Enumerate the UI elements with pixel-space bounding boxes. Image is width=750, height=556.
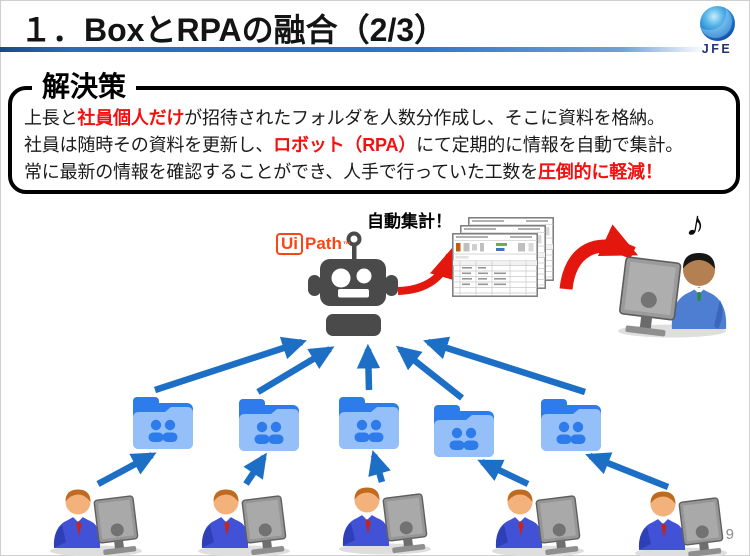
worker-to-folder-arrow [477, 459, 530, 487]
folder-to-robot-arrow [256, 346, 335, 395]
shared-folder-icon [434, 405, 494, 457]
highlight-text: 圧倒的に軽減！ [538, 162, 663, 182]
title-underline [0, 47, 706, 52]
worker-to-folder-arrow [368, 450, 391, 483]
solution-box: 解決策 上長と社員個人だけが招待されたフォルダを人数分作成し、そこに資料を格納。… [8, 69, 740, 194]
solution-line-3: 常に最新の情報を確認することができ、人手で行っていた工数を圧倒的に軽減！ [24, 162, 663, 182]
folder-to-robot-arrow [395, 345, 465, 401]
auto-aggregate-label: 自動集計！ [367, 212, 452, 231]
jfe-globe-icon [699, 6, 735, 41]
worker-at-pc-icon [338, 486, 432, 555]
worker-to-folder-arrow [585, 452, 670, 491]
trademark-symbol: ™ [342, 239, 351, 249]
spreadsheet-stack-icon [452, 217, 554, 297]
worker-at-pc-icon [634, 490, 728, 556]
worker-at-pc-icon [197, 488, 291, 556]
uipath-path-text: Path [305, 234, 342, 253]
worker-at-pc-icon [49, 488, 143, 556]
folder-to-robot-arrows [153, 336, 586, 401]
uipath-ui-mark: Ui [276, 233, 303, 255]
worker-to-folder-arrows [96, 450, 670, 491]
shared-folder-icon [133, 397, 193, 449]
solution-line-2: 社員は随時その資料を更新し、ロボット（RPA）にて定期的に情報を自動で集計。 [24, 135, 684, 155]
happy-worker-icon [616, 252, 727, 338]
shared-folder-icon [239, 399, 299, 451]
solution-heading: 解決策 [32, 69, 137, 106]
page-number: 9 [725, 526, 734, 543]
solution-text: 上長と社員個人だけが招待されたフォルダを人数分作成し、そこに資料を格納。 社員は… [12, 90, 736, 186]
worker-to-folder-arrow [96, 452, 157, 487]
uipath-robot-icon [308, 231, 398, 336]
folder-to-robot-arrow [423, 336, 586, 396]
folder-to-robot-arrow [356, 343, 381, 391]
shared-folder-icon [339, 397, 399, 449]
worker-to-folder-arrow [243, 452, 267, 486]
solution-line-1: 上長と社員個人だけが招待されたフォルダを人数分作成し、そこに資料を格納。 [24, 108, 665, 128]
highlight-text: 社員個人だけ [77, 108, 185, 128]
jfe-logo-text: JFE [701, 42, 733, 56]
slide-title: １．BoxとRPAの融合（2/3） [20, 12, 447, 48]
shared-folder-icon [541, 399, 601, 451]
sheet-to-worker-arrow [559, 224, 639, 290]
worker-at-pc-icon [491, 488, 585, 556]
jfe-logo: JFE [694, 6, 740, 56]
folder-to-robot-arrow [153, 336, 307, 394]
highlight-text: ロボット（RPA） [273, 135, 417, 155]
robot-to-sheet-arrow [397, 248, 458, 295]
